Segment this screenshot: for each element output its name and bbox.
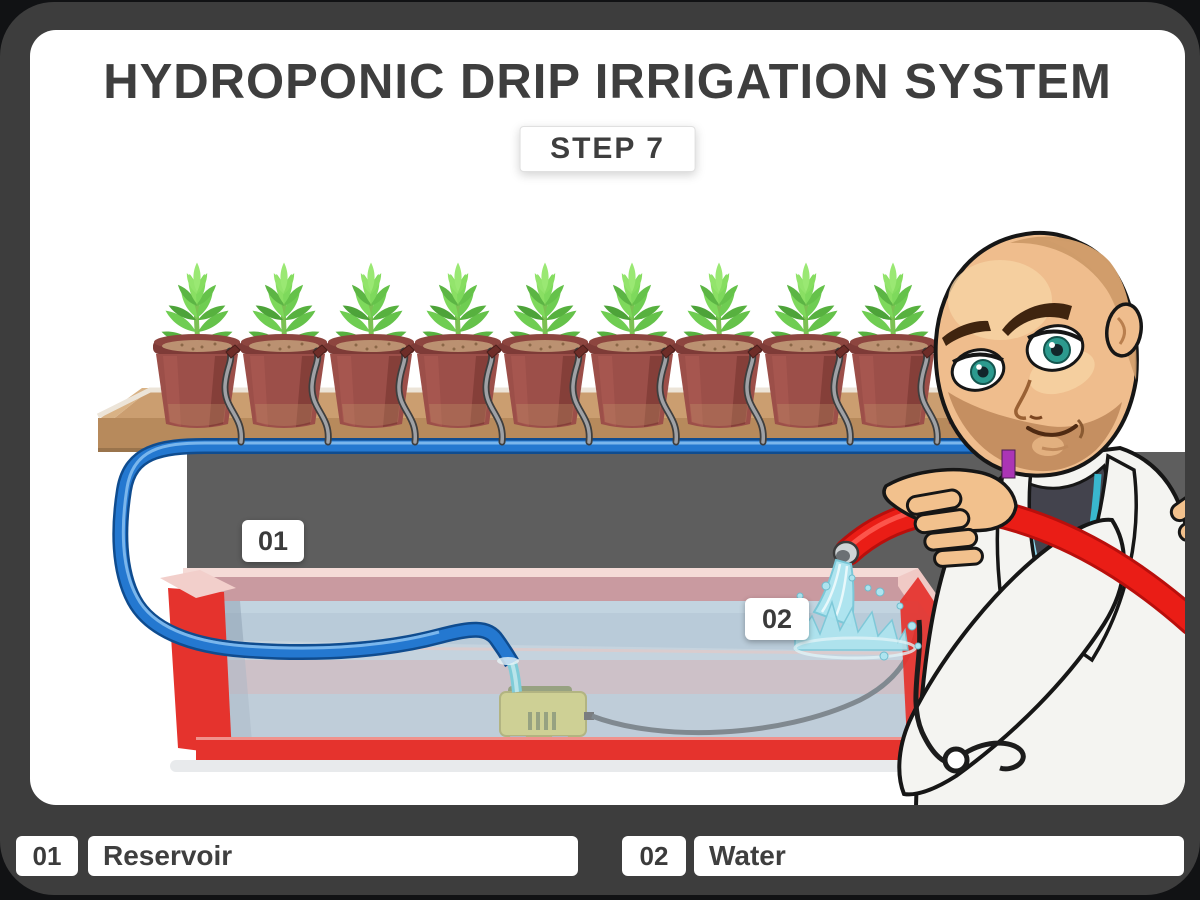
- callout-01-reservoir: 01: [242, 520, 304, 562]
- scientist-far-hand: [1169, 486, 1185, 543]
- power-plug: [942, 746, 970, 774]
- scientist: [897, 230, 1185, 805]
- legend-num-02: 02: [622, 836, 686, 876]
- water-splash: [786, 558, 922, 661]
- scientist-head: [933, 230, 1143, 478]
- supply-pipe: [112, 438, 985, 693]
- legend-label-water: Water: [694, 836, 1184, 876]
- illustration-panel: HYDROPONIC DRIP IRRIGATION SYSTEM STEP 7…: [30, 30, 1185, 805]
- red-hose: [832, 495, 1185, 635]
- left-eyebrow: [942, 320, 991, 346]
- scientist-hand: [882, 467, 1018, 568]
- scene-illustration: [96, 230, 1185, 805]
- right-eye: [1025, 324, 1085, 372]
- legend-num-01: 01: [16, 836, 78, 876]
- nose: [1014, 379, 1032, 420]
- step-badge: STEP 7: [519, 126, 696, 172]
- coat-sleeve: [897, 517, 1126, 797]
- callout-02-water: 02: [745, 598, 809, 640]
- page-title: HYDROPONIC DRIP IRRIGATION SYSTEM: [103, 55, 1112, 109]
- legend-label-reservoir: Reservoir: [88, 836, 578, 876]
- right-eyebrow: [1002, 303, 1072, 336]
- purple-marker: [1001, 449, 1016, 479]
- mouth: [1026, 424, 1078, 437]
- floor-shadow: [170, 760, 960, 772]
- left-eye: [950, 348, 1006, 392]
- power-cord: [913, 619, 1026, 774]
